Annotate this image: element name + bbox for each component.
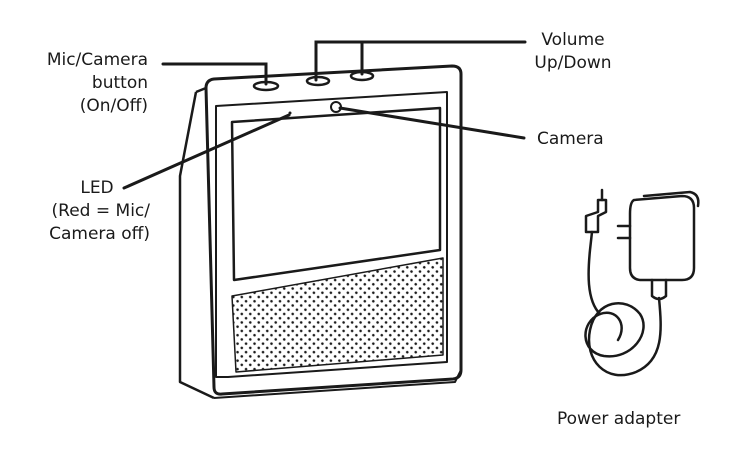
label-volume-line1: Volume xyxy=(541,30,605,50)
label-volume-line2: Up/Down xyxy=(534,53,612,73)
label-led-line1: LED xyxy=(80,178,114,198)
speaker-grille xyxy=(231,257,444,373)
label-mic-camera-line3: (On/Off) xyxy=(79,96,148,116)
volume-down-button xyxy=(305,75,331,87)
leader-led xyxy=(122,113,291,190)
power-adapter xyxy=(584,188,700,377)
label-mic-camera-line1: Mic/Camera xyxy=(46,50,148,70)
leader-lines xyxy=(122,40,527,190)
label-led-line2: (Red = Mic/ xyxy=(51,201,150,221)
leader-volume xyxy=(314,40,364,82)
label-power-adapter: Power adapter xyxy=(557,408,680,431)
label-led-line3: Camera off) xyxy=(49,224,150,244)
label-mic-camera: Mic/Camera button (On/Off) xyxy=(20,49,148,118)
device-screen xyxy=(230,106,442,282)
label-mic-camera-line2: button xyxy=(91,73,148,93)
adapter-block xyxy=(628,194,696,282)
adapter-cable xyxy=(584,296,662,377)
label-camera-text: Camera xyxy=(537,129,604,149)
leader-mic-camera xyxy=(161,62,268,86)
device-bezel xyxy=(215,91,448,378)
echo-show-device xyxy=(178,64,463,400)
label-power-adapter-text: Power adapter xyxy=(557,409,681,429)
label-camera: Camera xyxy=(537,128,604,151)
label-volume: Volume Up/Down xyxy=(528,29,618,75)
leader-camera xyxy=(338,106,526,140)
label-led: LED (Red = Mic/ Camera off) xyxy=(14,177,150,246)
barrel-plug xyxy=(584,198,608,234)
device-side-panel xyxy=(178,91,215,400)
